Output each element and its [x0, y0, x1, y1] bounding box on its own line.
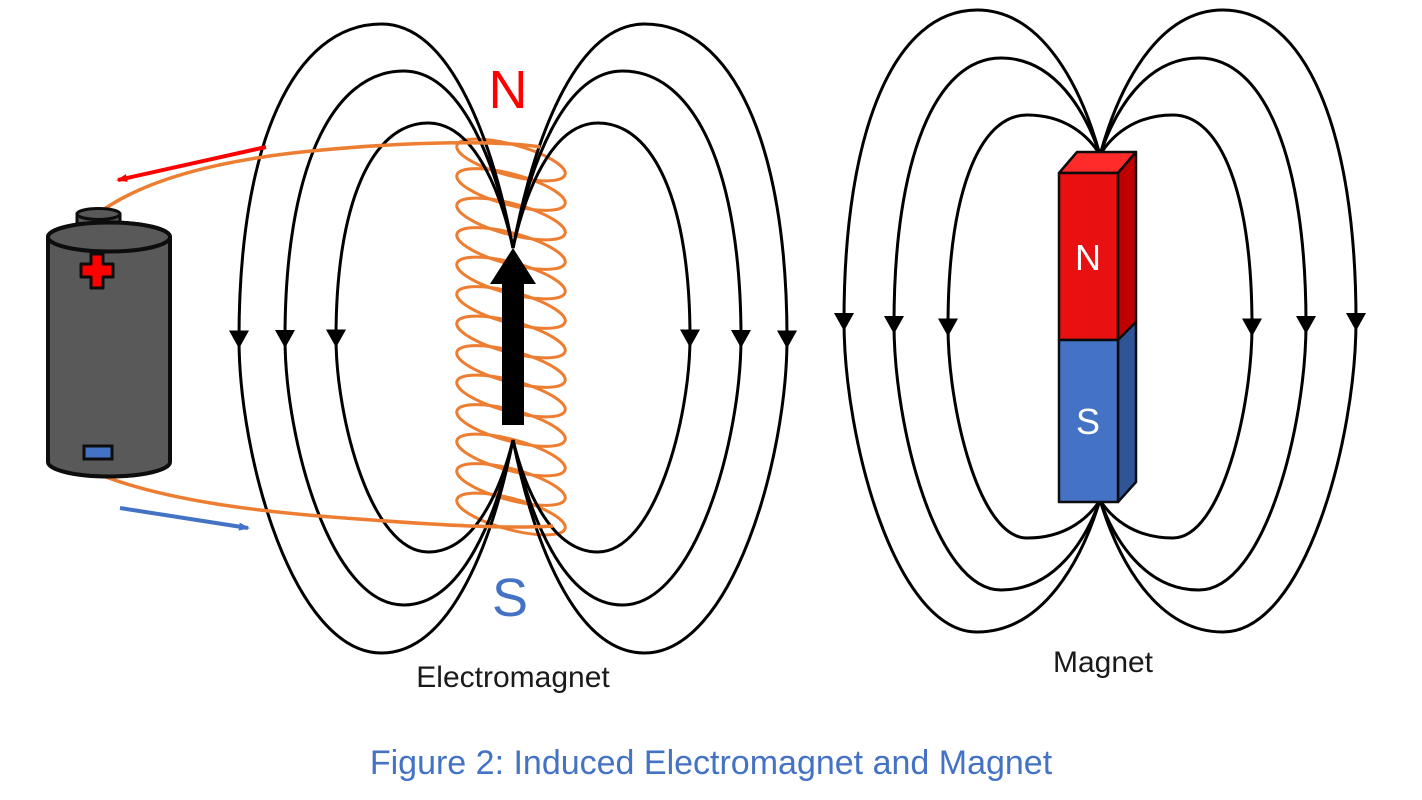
wire-top	[98, 140, 541, 214]
electromagnet-field-lines	[229, 22, 797, 655]
magnet-label: Magnet	[1053, 646, 1154, 679]
coil-turn	[455, 167, 567, 212]
magnet-field-lines	[834, 8, 1366, 634]
coil-turn	[455, 462, 567, 507]
field-direction-arrow	[1296, 316, 1316, 334]
coil-turn	[455, 491, 567, 537]
field-direction-arrow	[326, 329, 346, 348]
core-arrow	[490, 248, 536, 425]
battery-top-rim	[46, 220, 172, 254]
field-direction-arrow	[777, 330, 797, 349]
magnet-north-letter: N	[1075, 237, 1101, 278]
field-direction-arrow	[229, 330, 249, 349]
battery-body	[46, 220, 172, 479]
coil-turn	[455, 196, 567, 242]
electromagnet-south-label: S	[492, 568, 528, 628]
wire-bottom	[105, 475, 554, 529]
magnet-side-face-north	[1116, 150, 1138, 342]
field-direction-arrow	[884, 316, 904, 334]
battery-terminal-top	[75, 207, 122, 221]
field-direction-arrow	[275, 330, 295, 348]
field-direction-arrow	[680, 329, 700, 348]
coil-turn	[455, 137, 567, 183]
magnet-south-letter: S	[1076, 401, 1100, 442]
battery-plus-icon	[79, 252, 115, 290]
bar-magnet: N S	[1057, 150, 1138, 504]
field-line	[511, 121, 692, 554]
field-direction-arrow	[1242, 318, 1262, 337]
field-line	[334, 121, 515, 554]
electromagnet-label: Electromagnet	[416, 661, 610, 694]
current-arrow-top	[116, 145, 267, 182]
electromagnet-north-label: N	[489, 60, 528, 120]
figure-caption: Figure 2: Induced Electromagnet and Magn…	[370, 744, 1053, 782]
magnet-front-south	[1057, 338, 1120, 504]
field-direction-arrow	[731, 330, 751, 348]
field-direction-arrow	[938, 318, 958, 337]
battery	[46, 207, 172, 479]
field-direction-arrow	[834, 313, 854, 331]
magnet-side-face-south	[1116, 320, 1138, 504]
magnet-front-north	[1057, 171, 1120, 342]
battery-minus-icon	[82, 444, 114, 461]
field-direction-arrow	[1346, 313, 1366, 331]
current-arrow-bottom	[119, 506, 250, 531]
field-line	[1098, 8, 1358, 634]
